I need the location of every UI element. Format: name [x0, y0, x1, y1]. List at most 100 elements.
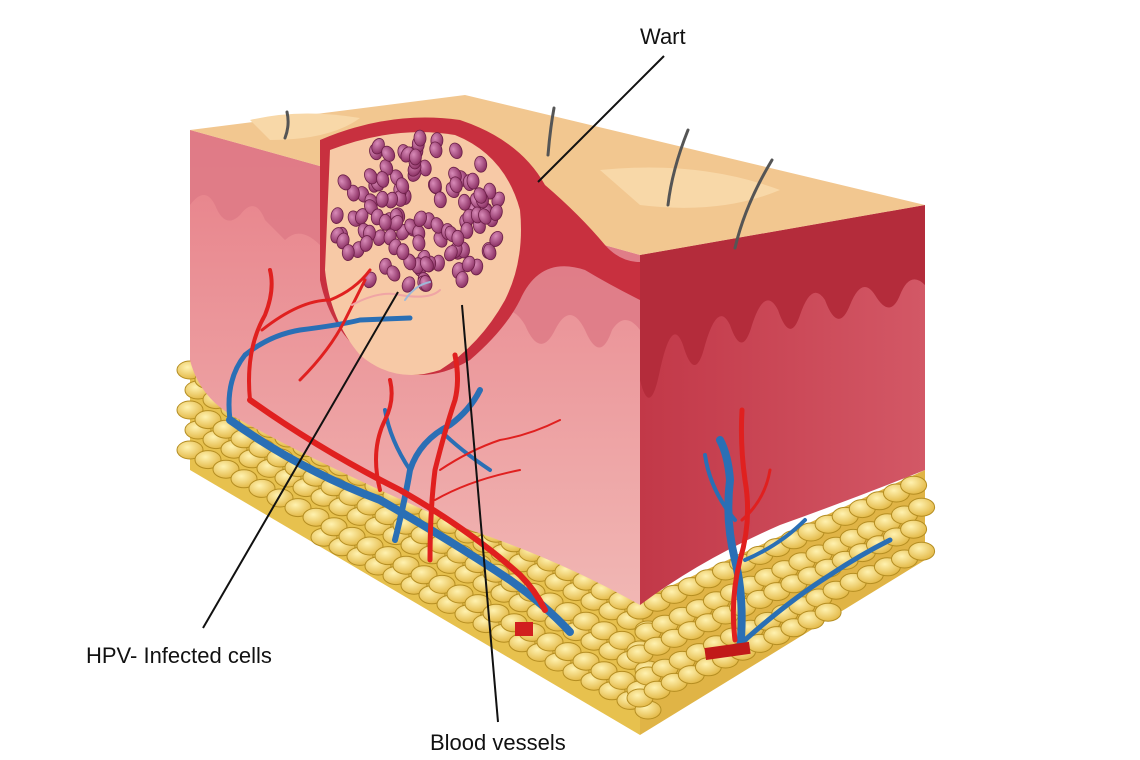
capillary [404, 281, 431, 301]
fat-cell [900, 475, 928, 495]
infected-cell [473, 187, 487, 204]
infected-cell [466, 172, 480, 190]
fat-cell [266, 488, 294, 508]
fat-cell [536, 632, 564, 652]
fat-cell [908, 497, 936, 517]
infected-cell [461, 255, 476, 273]
fat-cell [608, 630, 636, 650]
infected-cell [359, 235, 373, 252]
fat-cell [814, 602, 842, 622]
epidermis-right [640, 205, 925, 398]
hair-strand [733, 158, 774, 250]
infected-cell [375, 190, 389, 208]
artery-branch [434, 469, 521, 501]
artery-main [247, 397, 548, 613]
surface-highlight [600, 167, 780, 208]
infected-cell [455, 271, 469, 288]
infected-cell [451, 229, 465, 247]
infected-cell [433, 191, 447, 209]
infected-cell [378, 213, 392, 231]
fat-cell [464, 594, 492, 614]
infected-cell [458, 193, 471, 211]
vein-main [226, 416, 574, 636]
vein-branch [743, 518, 807, 562]
fat-cell [176, 440, 204, 460]
infected-cell [396, 243, 410, 261]
artery-branch [439, 419, 561, 471]
infected-cell [330, 207, 344, 224]
wart-label: Wart [640, 24, 686, 49]
hair-strand [546, 106, 556, 157]
blood-vessels-label: Blood vessels [430, 730, 566, 755]
infected-cell [355, 208, 369, 225]
infected-cell [449, 142, 463, 159]
fat-cell [590, 661, 618, 681]
fat-cell [908, 541, 936, 561]
infected-cell [460, 222, 474, 239]
capillary [351, 289, 441, 306]
vessel-cut-end [704, 641, 751, 661]
fat-cell [572, 651, 600, 671]
fat-cell [176, 400, 204, 420]
vein-branch [742, 537, 893, 643]
vessel-cut-end [515, 622, 533, 636]
fat-cell [900, 519, 928, 539]
fat-cell [356, 536, 384, 556]
fat-cell [554, 642, 582, 662]
artery-branch [427, 352, 460, 563]
fat-cell [320, 517, 348, 537]
fat-cell [338, 526, 366, 546]
fat-cell [608, 670, 636, 690]
infected-cell [408, 148, 422, 166]
artery-right [730, 407, 751, 643]
infected-cell [420, 256, 434, 273]
infected-cell [376, 171, 390, 188]
hpv-leader-line [202, 291, 399, 629]
hair-strand [666, 128, 690, 207]
fat-cell [374, 546, 402, 566]
artery-branch [260, 268, 372, 332]
vein-branch [392, 387, 483, 543]
fat-cell [284, 498, 312, 518]
infected-cell [430, 217, 444, 234]
fat-cell [446, 584, 474, 604]
infected-cell [341, 244, 355, 261]
vein-branch [226, 315, 413, 423]
hair-strand [283, 110, 290, 140]
fat-cell [392, 555, 420, 575]
infected-cell [429, 141, 443, 159]
fat-cell [410, 565, 438, 585]
infected-cell [449, 176, 463, 193]
infected-cell [412, 234, 426, 252]
infected-cell [337, 174, 352, 191]
infected-cell [413, 210, 427, 227]
fat-cell [248, 478, 276, 498]
infected-cell [395, 177, 410, 194]
infected-cell [386, 265, 401, 282]
infected-cell [444, 245, 458, 262]
blood-leader-line [461, 304, 499, 723]
fat-cell [590, 621, 618, 641]
fat-cell [428, 574, 456, 594]
fat-cell [572, 611, 600, 631]
artery-branch [298, 278, 367, 382]
fat-cell [194, 450, 222, 470]
infected-cell [483, 243, 497, 261]
fat-cell [302, 507, 330, 527]
infected-cell [346, 184, 360, 202]
infected-cell [401, 276, 416, 293]
infected-cell [489, 204, 503, 221]
hpv-infected-cells [330, 129, 505, 293]
infected-cell [413, 129, 427, 147]
wart-leader-line [537, 55, 665, 183]
hpv-infected-cells-label: HPV- Infected cells [86, 643, 272, 668]
arteries [247, 268, 772, 643]
hair-strands [283, 106, 774, 250]
fat-cell [194, 410, 222, 430]
vein-branch [703, 453, 737, 522]
artery-branch [374, 378, 394, 492]
leader-lines [202, 55, 665, 723]
infected-cell [474, 155, 488, 173]
